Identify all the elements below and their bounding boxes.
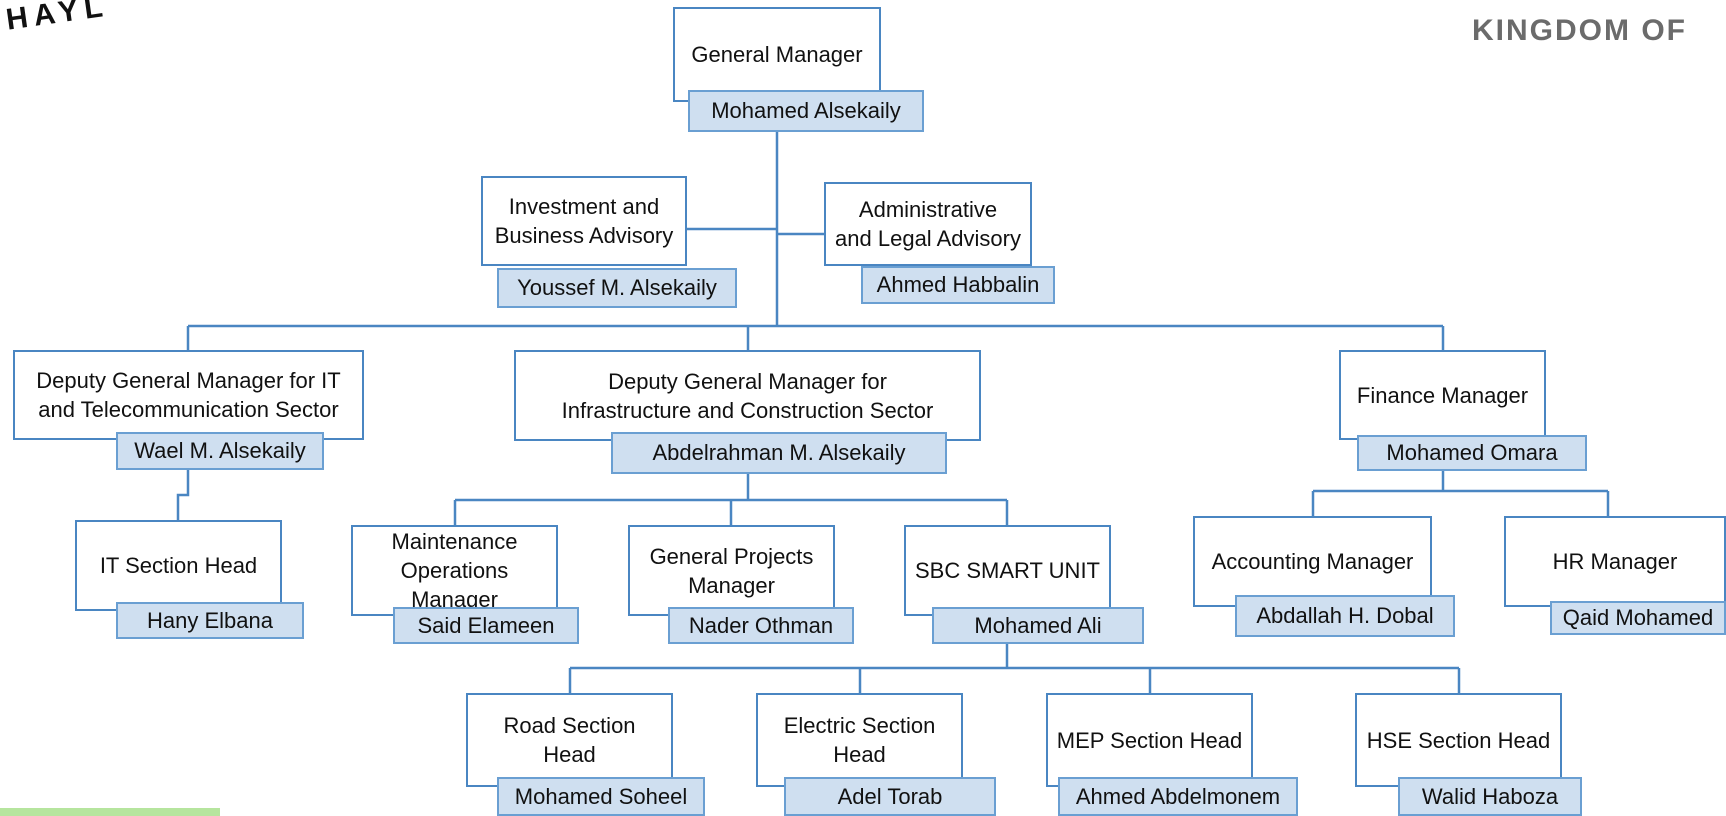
org-name-fin: Mohamed Omara <box>1357 435 1587 471</box>
org-name-sbc: Mohamed Ali <box>932 607 1144 644</box>
org-node-it: IT Section Head <box>75 520 282 611</box>
org-name-mnt: Said Elameen <box>393 607 579 644</box>
org-node-hse: HSE Section Head <box>1355 693 1562 787</box>
org-name-acc: Abdallah H. Dobal <box>1235 595 1455 637</box>
org-node-acc: Accounting Manager <box>1193 516 1432 607</box>
org-name-gpm: Nader Othman <box>668 607 854 644</box>
logo-right-text: KINGDOM OF <box>1472 14 1687 47</box>
connector-line <box>176 470 190 520</box>
org-node-hr: HR Manager <box>1504 516 1726 607</box>
org-node-sbc: SBC SMART UNIT <box>904 525 1111 616</box>
org-node-gpm: General Projects Manager <box>628 525 835 616</box>
org-node-dit: Deputy General Manager for IT and Teleco… <box>13 350 364 440</box>
org-node-gm: General Manager <box>673 7 881 102</box>
org-name-dinf: Abdelrahman M. Alsekaily <box>611 432 947 474</box>
org-node-inv: Investment and Business Advisory <box>481 176 687 266</box>
org-name-mep: Ahmed Abdelmonem <box>1058 777 1298 816</box>
org-node-elec: Electric Section Head <box>756 693 963 787</box>
org-node-mep: MEP Section Head <box>1046 693 1253 787</box>
org-name-hse: Walid Haboza <box>1398 777 1582 816</box>
org-name-gm: Mohamed Alsekaily <box>688 90 924 132</box>
org-name-inv: Youssef M. Alsekaily <box>497 268 737 308</box>
org-node-fin: Finance Manager <box>1339 350 1546 440</box>
org-name-road: Mohamed Soheel <box>497 777 705 816</box>
org-name-it: Hany Elbana <box>116 602 304 639</box>
org-node-mnt: Maintenance Operations Manager <box>351 525 558 616</box>
org-name-elec: Adel Torab <box>784 777 996 816</box>
org-node-adm: Administrative and Legal Advisory <box>824 182 1032 266</box>
org-name-hr: Qaid Mohamed <box>1550 601 1726 635</box>
footer-strip <box>0 808 220 816</box>
org-name-dit: Wael M. Alsekaily <box>116 432 324 470</box>
org-node-road: Road Section Head <box>466 693 673 787</box>
org-node-dinf: Deputy General Manager for Infrastructur… <box>514 350 981 441</box>
org-name-adm: Ahmed Habbalin <box>861 266 1055 304</box>
